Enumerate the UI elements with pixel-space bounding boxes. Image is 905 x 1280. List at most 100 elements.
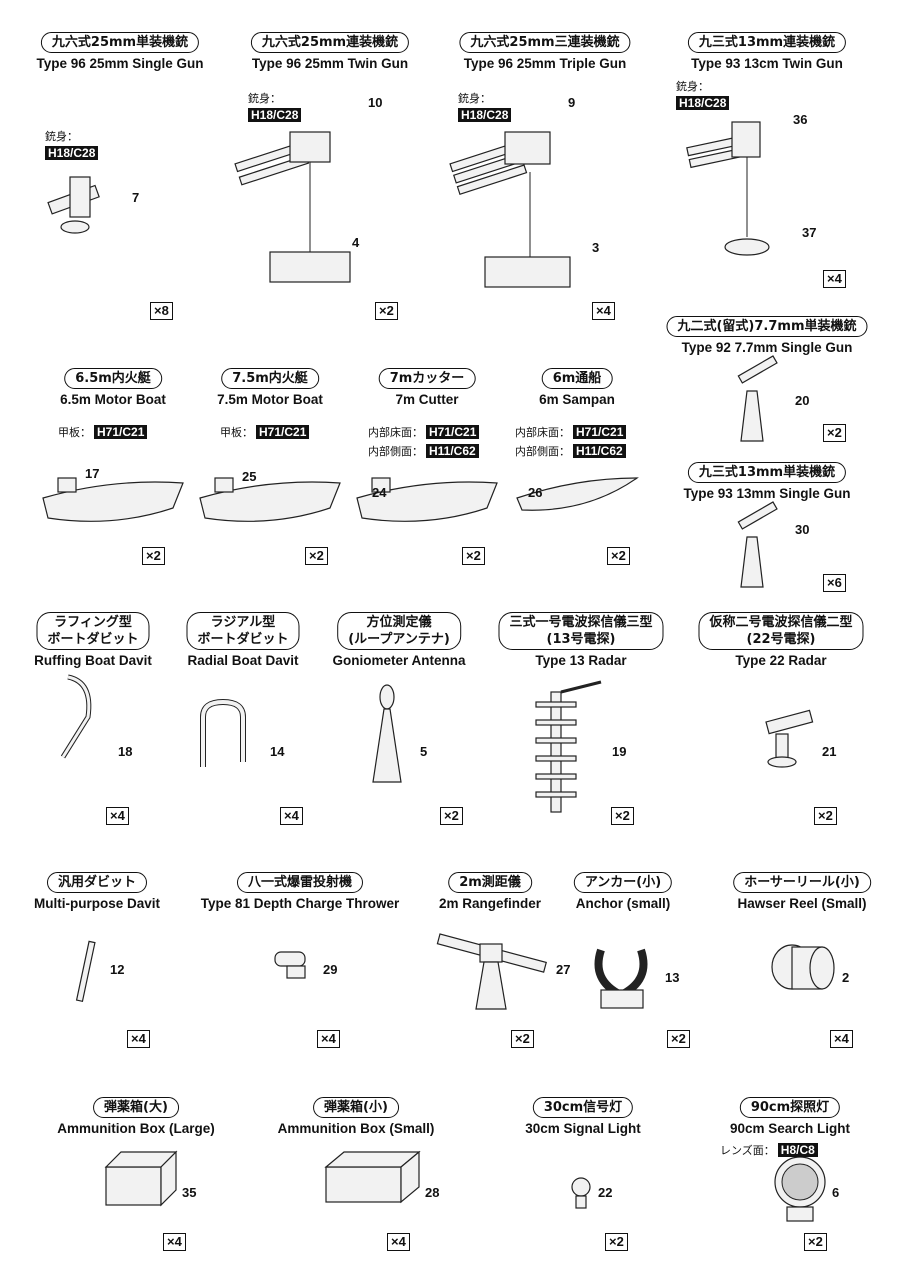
quantity-badge: ×2	[804, 1233, 827, 1251]
quantity-badge: ×2	[462, 547, 485, 565]
part-illustration	[47, 176, 100, 234]
part-illustration	[234, 131, 351, 283]
part-number: 3	[592, 240, 600, 255]
quantity-badge: ×4	[280, 807, 303, 825]
part-title-en: Type 13 Radar	[535, 653, 627, 668]
part-title-jp: 九二式(留式)7.7mm単装機銃	[666, 316, 868, 337]
callout-label: 銃身：	[45, 130, 78, 143]
part-title-jp: 八一式爆雷投射機	[236, 872, 364, 893]
part-number: 14	[270, 744, 285, 759]
part-title-jp: 6.5m内火艇	[64, 368, 162, 389]
part-illustration	[42, 477, 184, 522]
callout-label: 銃身：	[248, 92, 281, 105]
quantity-badge: ×2	[667, 1030, 690, 1048]
part-title-en: Ruffing Boat Davit	[34, 653, 152, 668]
part-number: 18	[118, 744, 133, 759]
part-title-jp: ラジアル型 ボートダビット	[186, 612, 300, 650]
part-title-jp: 九三式13mm単装機銃	[687, 462, 847, 483]
quantity-badge: ×2	[375, 302, 398, 320]
part-number: 9	[568, 95, 576, 110]
quantity-badge: ×2	[814, 807, 837, 825]
part-number: 35	[182, 1185, 197, 1200]
part-title-jp: 30cm信号灯	[532, 1097, 634, 1118]
callout-label: 甲板：	[220, 426, 253, 439]
part-title-en: Multi-purpose Davit	[33, 896, 161, 911]
callout-label: 銃身：	[676, 80, 709, 93]
quantity-badge: ×2	[607, 547, 630, 565]
part-title-jp: 方位測定儀 (ループアンテナ)	[337, 612, 461, 650]
part-illustration	[774, 1156, 826, 1222]
quantity-badge: ×8	[150, 302, 173, 320]
paint-callout: 銃身： H18/C28	[45, 128, 99, 162]
part-illustration	[449, 131, 571, 288]
paint-code: H71/C21	[256, 425, 310, 439]
paint-code: H18/C28	[248, 108, 302, 122]
part-title-jp: アンカー(小)	[573, 872, 673, 893]
quantity-badge: ×6	[823, 574, 846, 592]
part-illustration	[372, 684, 402, 783]
paint-code: H18/C28	[458, 108, 512, 122]
part-title-jp: 三式一号電波探信儀三型 (13号電探)	[498, 612, 664, 650]
paint-callout: レンズ面：H8/C8	[720, 1142, 818, 1159]
part-title-en: Type 93 13mm Single Gun	[683, 486, 851, 501]
quantity-badge: ×2	[440, 807, 463, 825]
quantity-badge: ×4	[127, 1030, 150, 1048]
quantity-badge: ×4	[387, 1233, 410, 1251]
part-title-en: Type 81 Depth Charge Thrower	[200, 896, 400, 911]
quantity-badge: ×4	[830, 1030, 853, 1048]
quantity-badge: ×4	[317, 1030, 340, 1048]
part-number: 27	[556, 962, 571, 977]
callout-label: 内部床面：	[368, 426, 423, 439]
part-number: 7	[132, 190, 140, 205]
part-illustration	[686, 121, 770, 256]
part-title-jp: 仮称二号電波探信儀二型 (22号電探)	[698, 612, 864, 650]
quantity-badge: ×2	[305, 547, 328, 565]
part-title-en: Hawser Reel (Small)	[737, 896, 867, 911]
paint-code: H71/C21	[426, 425, 480, 439]
part-title-jp: ラフィング型 ボートダビット	[36, 612, 150, 650]
paint-code: H11/C62	[573, 444, 626, 458]
part-number: 28	[425, 1185, 440, 1200]
part-title-en: 7.5m Motor Boat	[217, 392, 323, 407]
part-title-jp: 汎用ダビット	[46, 872, 148, 893]
part-number: 21	[822, 744, 837, 759]
part-number: 4	[352, 235, 360, 250]
part-title-en: Type 96 25mm Twin Gun	[251, 56, 409, 71]
part-number: 2	[842, 970, 850, 985]
quantity-badge: ×4	[823, 270, 846, 288]
part-title-en: Type 96 25mm Triple Gun	[463, 56, 627, 71]
paint-callout: 甲板：H71/C21	[220, 424, 310, 441]
quantity-badge: ×4	[163, 1233, 186, 1251]
part-title-en: Type 92 7.7mm Single Gun	[681, 340, 853, 355]
part-title-en: Type 22 Radar	[735, 653, 827, 668]
paint-callout: 内部床面：H71/C21	[515, 424, 627, 441]
callout-label: 銃身：	[458, 92, 491, 105]
part-title-jp: 九六式25mm三連装機銃	[459, 32, 631, 53]
part-illustration	[737, 501, 778, 588]
quantity-badge: ×4	[106, 807, 129, 825]
part-number: 24	[372, 485, 387, 500]
part-number: 30	[795, 522, 810, 537]
paint-code: H18/C28	[45, 146, 99, 160]
part-illustration	[535, 680, 602, 813]
part-title-en: 30cm Signal Light	[525, 1121, 641, 1136]
part-title-en: Goniometer Antenna	[332, 653, 466, 668]
part-title-en: 7m Cutter	[395, 392, 459, 407]
part-number: 22	[598, 1185, 613, 1200]
part-number: 17	[85, 466, 100, 481]
paint-callout: 内部側面：H11/C62	[515, 443, 626, 460]
part-illustration	[104, 1150, 178, 1207]
part-title-jp: 90cm探照灯	[739, 1097, 841, 1118]
part-illustration	[200, 698, 246, 767]
part-number: 20	[795, 393, 810, 408]
